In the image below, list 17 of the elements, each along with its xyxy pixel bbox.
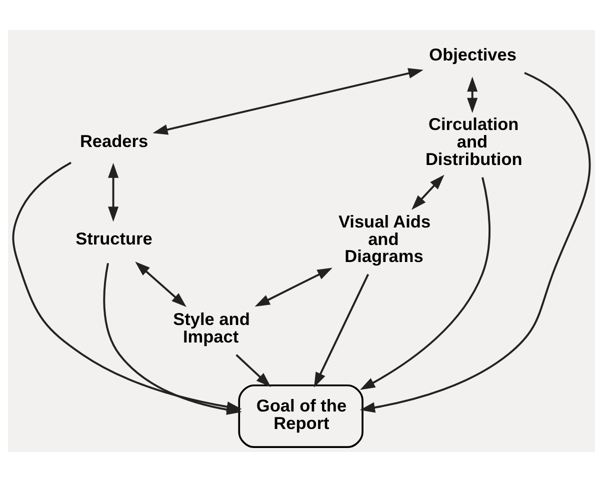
arrow — [108, 162, 119, 222]
node-text: Objectives — [429, 44, 516, 64]
node-text: Visual Aids and Diagrams — [338, 212, 431, 266]
node-text: Circulation and Distribution — [425, 114, 522, 169]
node-text: Style and Impact — [173, 309, 250, 346]
arrow — [467, 76, 478, 113]
arrow — [152, 68, 424, 135]
arrow — [135, 262, 186, 308]
arrow — [360, 177, 490, 390]
arrow — [314, 274, 370, 388]
node-box: Goal of the Report — [238, 384, 364, 448]
arrow — [236, 354, 271, 388]
arrow — [412, 174, 444, 210]
arrow — [360, 72, 591, 413]
arrow — [254, 268, 332, 307]
node-text: Structure — [76, 228, 152, 248]
node-text: Readers — [80, 130, 148, 151]
